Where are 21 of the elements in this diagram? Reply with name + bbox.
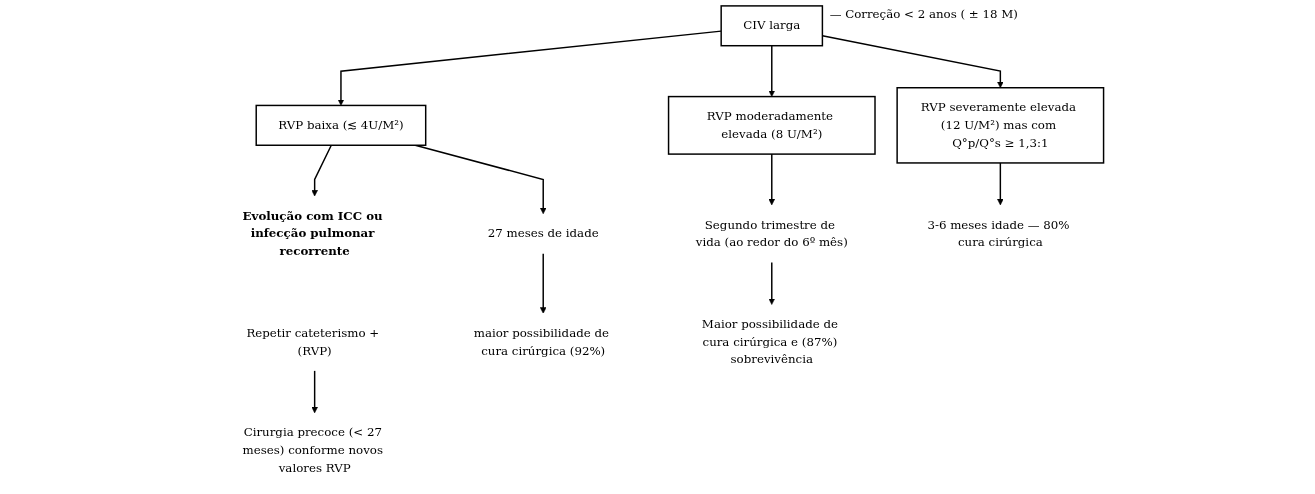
arrow (768, 261, 776, 305)
arrow (768, 153, 776, 206)
arrow (337, 30, 722, 106)
node-box: CIV larga (720, 5, 824, 47)
node-text: Evolução com ICC ou infecção pulmonar recorrente (242, 208, 383, 259)
node-box: RVP severamente elevada (12 U/M²) mas com Q°p/Q°s ≥ 1,3:1 (896, 87, 1105, 164)
arrow (539, 252, 547, 314)
node-text: 27 meses de idade (487, 226, 599, 241)
arrow (311, 144, 333, 197)
node-label: — Correção < 2 anos ( ± 18 M) (829, 7, 1018, 22)
node-text: Segundo trimestre de vida (ao redor do 6º mês) (695, 217, 848, 250)
arrow (997, 162, 1004, 206)
arrow (768, 44, 776, 97)
node-box: RVP moderadamente elevada (8 U/M²) (667, 95, 876, 155)
node-text: Repetir cateterismo + (RVP) (246, 325, 380, 358)
node-text: 3-6 meses idade — 80% cura cirúrgica (927, 217, 1070, 250)
node-box: RVP baixa (≲ 4U/M²) (255, 104, 427, 146)
node-text: Cirurgia precoce (< 27 meses) conforme novos valores RVP (242, 425, 384, 475)
arrow (311, 370, 318, 414)
node-text: Maior possibilidade de cura cirúrgica e (87%) sobrevivência (701, 317, 838, 367)
node-text: maior possibilidade de cura cirúrgica (92%) (473, 325, 609, 358)
